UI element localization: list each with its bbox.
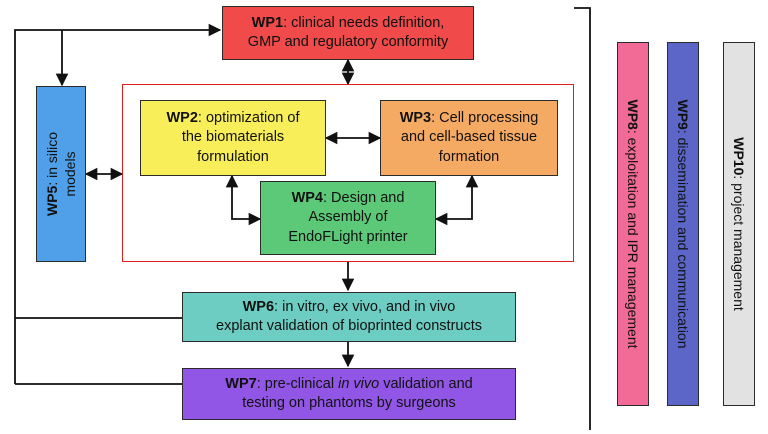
wp1-box[interactable]: WP1: clinical needs definition, GMP and …	[222, 6, 474, 60]
wp4-box[interactable]: WP4: Design and Assembly of EndoFLight p…	[260, 181, 436, 255]
wp7-text: : pre-clinical	[256, 375, 339, 392]
right-bracket	[574, 7, 591, 430]
wp6-code: WP6	[242, 298, 275, 315]
wp8-box[interactable]: WP8: exploitation and IPR management	[617, 42, 649, 406]
wp4-line2: Assembly of	[308, 209, 388, 226]
wp3-wp4-arrow	[434, 174, 479, 226]
wp2-box[interactable]: WP2: optimization of the biomaterials fo…	[140, 100, 326, 176]
wp3-line2: and cell-based tissue	[400, 129, 538, 146]
wp9-code: WP9	[675, 99, 691, 130]
wp4-text: : Design and	[322, 190, 405, 207]
wp5-text: : in silico	[43, 131, 60, 186]
left-feedback-line	[14, 23, 222, 384]
wp5-code: WP5	[43, 185, 60, 217]
wp7-code: WP7	[225, 375, 257, 392]
wp4-code: WP4	[291, 190, 323, 207]
wp8-text: : exploitation and IPR management	[625, 129, 641, 349]
wp3-code: WP3	[399, 110, 432, 127]
wp1-text: : clinical needs definition,	[283, 14, 445, 31]
wp2-wp4-arrow	[225, 174, 262, 226]
wp4-line3: EndoFLight printer	[288, 228, 408, 245]
wp1-code: WP1	[251, 14, 284, 31]
wp8-code: WP8	[625, 99, 641, 130]
wp9-text: : dissemination and communication	[675, 129, 691, 349]
wp5-line2: models	[62, 151, 78, 197]
wp7-text2: validation and	[379, 375, 473, 392]
wp6-text: : in vitro, ex vivo, and in vivo	[274, 298, 456, 315]
wp7-box[interactable]: WP7: pre-clinical in vivo validation and…	[182, 368, 516, 420]
wp2-line3: formulation	[197, 148, 269, 165]
wp5-box[interactable]: WP5: in silico models	[36, 86, 86, 262]
wp10-box[interactable]: WP10: project management	[723, 42, 755, 406]
wp9-box[interactable]: WP9: dissemination and communication	[667, 42, 699, 406]
wp10-code: WP10	[731, 137, 747, 176]
wp6-box[interactable]: WP6: in vitro, ex vivo, and in vivo expl…	[182, 292, 516, 342]
wp2-code: WP2	[166, 110, 198, 127]
wp3-text: : Cell processing	[431, 110, 539, 127]
wp6-line2: explant validation of bioprinted constru…	[216, 318, 482, 334]
wp3-box[interactable]: WP3: Cell processing and cell-based tiss…	[380, 100, 558, 176]
wp2-line2: the biomaterials	[181, 129, 285, 146]
wp7-line2: testing on phantoms by surgeons	[242, 395, 456, 411]
wp3-line3: formation	[438, 148, 500, 165]
wp2-text: : optimization of	[197, 110, 300, 127]
wp1-line2: GMP and regulatory conformity	[247, 34, 449, 50]
core-work-frame	[122, 84, 574, 262]
wp10-text: : project management	[731, 175, 747, 311]
wp7-italic: in vivo	[338, 375, 380, 392]
